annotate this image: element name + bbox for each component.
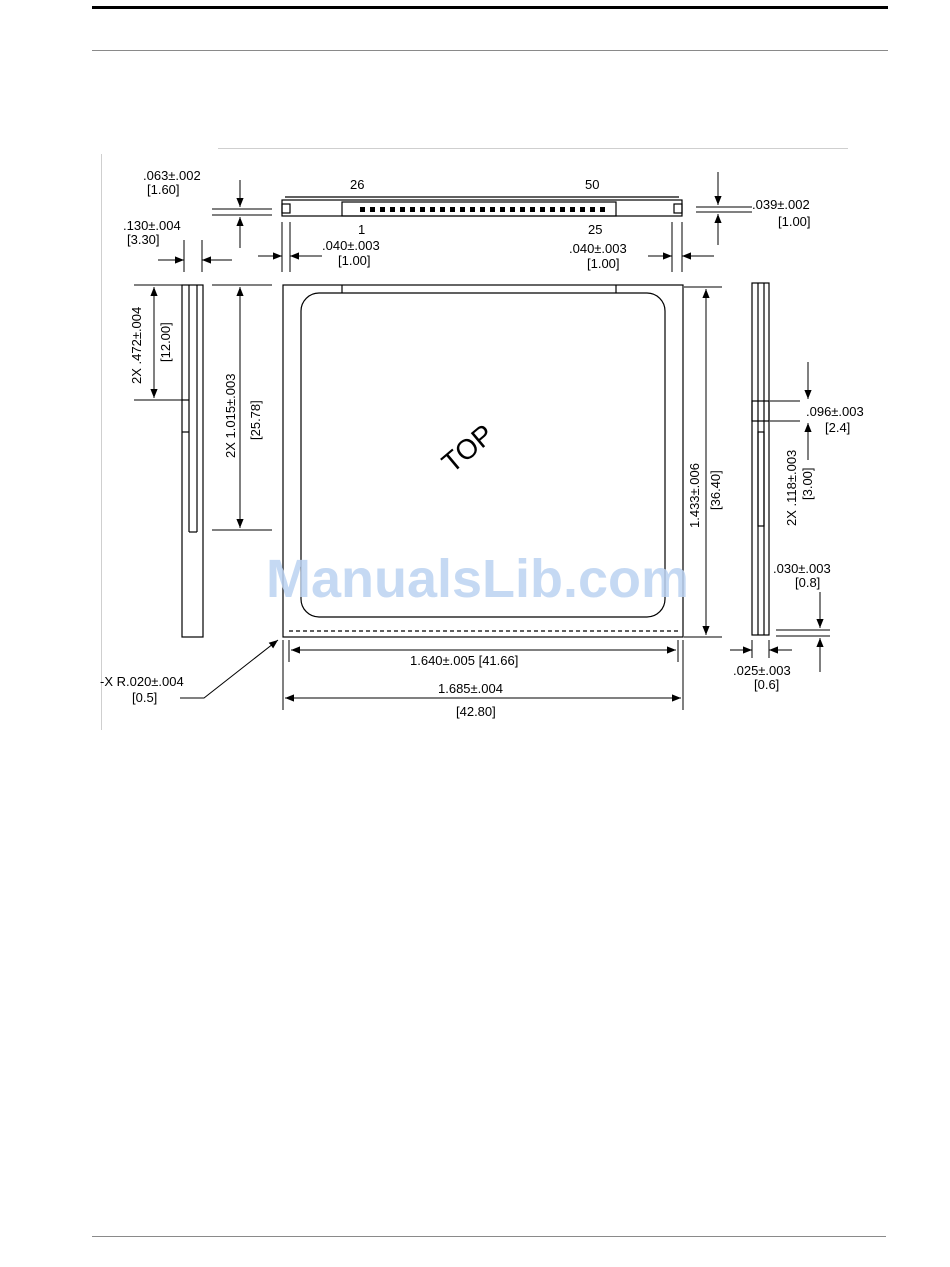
dimension-arrows <box>150 172 824 702</box>
connector-pin <box>600 207 605 212</box>
pin-label-1: 1 <box>358 222 365 237</box>
figure-left-border <box>101 154 102 730</box>
connector-pin-row <box>360 207 605 212</box>
dim-039: .039±.002 <box>752 197 810 212</box>
top-marking: TOP <box>436 418 500 478</box>
connector-pin <box>390 207 395 212</box>
pin-label-50: 50 <box>585 177 599 192</box>
connector-pin <box>480 207 485 212</box>
connector-pin <box>400 207 405 212</box>
dim-472-mm: [12.00] <box>158 322 173 362</box>
connector-pin <box>450 207 455 212</box>
connector-pin <box>420 207 425 212</box>
dim-1433: 1.433±.006 <box>687 463 702 528</box>
right-side-view <box>751 282 770 636</box>
header-rule-thin <box>92 50 888 51</box>
connector-pin <box>410 207 415 212</box>
dim-030: .030±.003 <box>773 561 831 576</box>
dim-025-mm: [0.6] <box>754 677 779 692</box>
dim-096-mm: [2.4] <box>825 420 850 435</box>
connector-pin <box>460 207 465 212</box>
connector-pin <box>540 207 545 212</box>
connector-pin <box>360 207 365 212</box>
connector-pin <box>590 207 595 212</box>
dim-1685-mm: [42.80] <box>456 704 496 719</box>
watermark: ManualsLib.com <box>266 549 690 609</box>
connector-pin <box>490 207 495 212</box>
header-rule-thick <box>92 6 888 9</box>
card-body <box>282 284 684 638</box>
extension-lines <box>134 206 830 710</box>
connector-pin <box>580 207 585 212</box>
connector-pin <box>510 207 515 212</box>
connector-pin <box>370 207 375 212</box>
dim-063-mm: [1.60] <box>147 182 180 197</box>
connector-pin <box>520 207 525 212</box>
connector-pin <box>380 207 385 212</box>
connector-pin <box>500 207 505 212</box>
dim-118-mm: [3.00] <box>800 467 815 500</box>
dim-040-left: .040±.003 <box>322 238 380 253</box>
dim-radius: -X R.020±.004 <box>100 674 184 689</box>
connector-pin <box>530 207 535 212</box>
footer-rule <box>92 1236 886 1237</box>
dim-030-mm: [0.8] <box>795 575 820 590</box>
dim-1015: 2X 1.015±.003 <box>223 374 238 458</box>
dim-040-right: .040±.003 <box>569 241 627 256</box>
dim-472: 2X .472±.004 <box>129 307 144 384</box>
pin-label-26: 26 <box>350 177 364 192</box>
dim-063: .063±.002 <box>143 168 201 183</box>
dim-118: 2X .118±.003 <box>784 450 799 526</box>
dim-130: .130±.004 <box>123 218 181 233</box>
connector-pin <box>570 207 575 212</box>
connector-pin <box>440 207 445 212</box>
dim-1015-mm: [25.78] <box>248 400 263 440</box>
dim-039-mm: [1.00] <box>778 214 811 229</box>
dim-radius-mm: [0.5] <box>132 690 157 705</box>
pin-label-25: 25 <box>588 222 602 237</box>
dim-096: .096±.003 <box>806 404 864 419</box>
connector-pin <box>560 207 565 212</box>
dim-040-left-mm: [1.00] <box>338 253 371 268</box>
dim-040-right-mm: [1.00] <box>587 256 620 271</box>
connector-top-view <box>281 196 683 217</box>
dim-1640: 1.640±.005 [41.66] <box>410 653 518 668</box>
left-side-view <box>181 284 204 638</box>
dim-1685: 1.685±.004 <box>438 681 503 696</box>
dim-1433-mm: [36.40] <box>708 470 723 510</box>
connector-pin <box>470 207 475 212</box>
connector-pin <box>550 207 555 212</box>
dim-025: .025±.003 <box>733 663 791 678</box>
dim-130-mm: [3.30] <box>127 232 160 247</box>
connector-pin <box>430 207 435 212</box>
figure-top-border <box>218 148 848 149</box>
